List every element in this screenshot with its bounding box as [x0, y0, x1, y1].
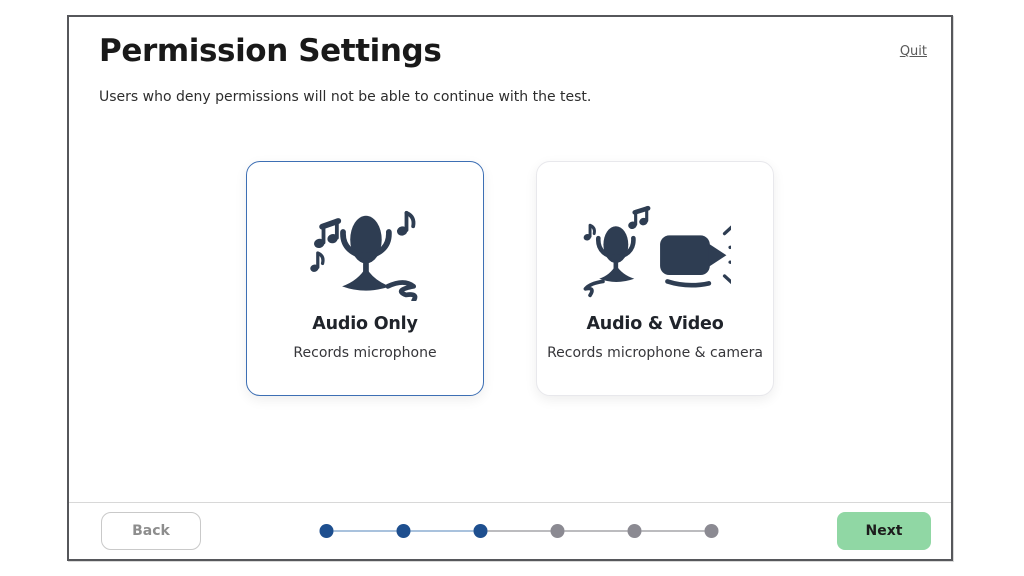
- progress-dot-2: [396, 524, 411, 538]
- progress-dot-1: [319, 524, 334, 538]
- progress-dot-5: [627, 524, 642, 538]
- permission-settings-dialog: Permission Settings Quit Users who deny …: [67, 15, 953, 561]
- progress-connector-3: [487, 530, 551, 532]
- progress-connector-5: [641, 530, 705, 532]
- progress-dot-6: [704, 524, 719, 538]
- header: Permission Settings Quit Users who deny …: [69, 17, 951, 105]
- permission-options: Audio Only Records microphone: [69, 161, 951, 396]
- footer: Back Next: [69, 502, 951, 559]
- microphone-camera-icon: [579, 200, 731, 304]
- progress-steps: [319, 524, 719, 538]
- option-description: Records microphone: [293, 345, 437, 361]
- quit-link[interactable]: Quit: [899, 44, 927, 59]
- option-card-audio-only[interactable]: Audio Only Records microphone: [246, 161, 484, 396]
- option-title: Audio & Video: [586, 314, 724, 334]
- microphone-music-icon: [303, 200, 427, 304]
- page-title: Permission Settings: [99, 33, 442, 69]
- option-card-audio-video[interactable]: Audio & Video Records microphone & camer…: [536, 161, 774, 396]
- option-description: Records microphone & camera: [547, 345, 763, 361]
- progress-dot-4: [550, 524, 565, 538]
- option-title: Audio Only: [312, 314, 418, 334]
- progress-dot-3: [473, 524, 488, 538]
- page-subtitle: Users who deny permissions will not be a…: [99, 89, 592, 105]
- next-button[interactable]: Next: [837, 512, 931, 550]
- back-button[interactable]: Back: [101, 512, 201, 550]
- progress-connector-1: [333, 530, 397, 532]
- progress-connector-2: [410, 530, 474, 532]
- progress-connector-4: [564, 530, 628, 532]
